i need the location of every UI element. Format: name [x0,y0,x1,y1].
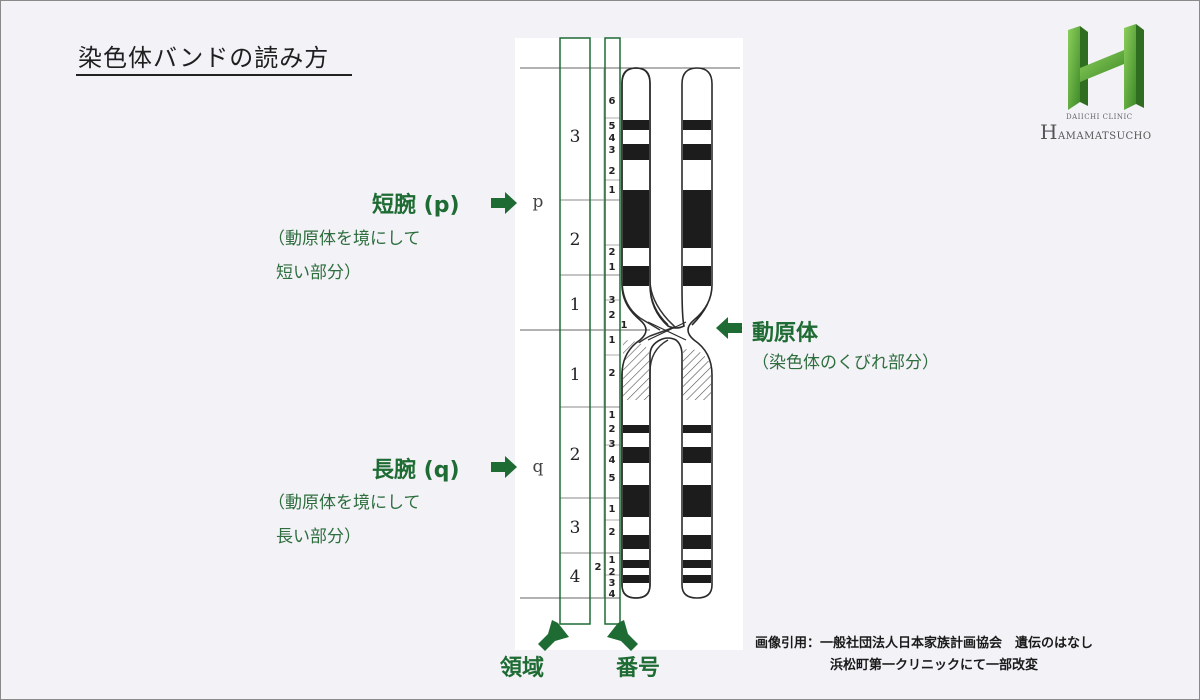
region-q4: 4 [570,567,581,587]
band-q2-4: 4 [609,455,616,466]
left-heterochromatin [623,340,649,400]
short-arm-note-line1: （動原体を境にして [268,229,421,249]
band-p1-2: 2 [609,310,616,321]
short-arm-note: （動原体を境にして 短い部分） [268,222,421,290]
band-q4-3: 3 [609,578,616,589]
long-arm-label: 長腕 (q) [372,458,460,483]
axis-letter-q: q [533,457,544,477]
band-q4-2: 2 [609,567,616,578]
region-p3: 3 [570,127,581,147]
arrow-right-icon-p [491,192,517,214]
region-q2: 2 [570,445,581,465]
band-p1-3: 3 [609,295,616,306]
band-q3-1: 1 [609,504,616,515]
band-p1-1: 1 [621,320,628,331]
centromere-note: （染色体のくびれ部分） [752,353,939,373]
logo-subtitle: DAIICHI CLINIC [1066,113,1133,121]
band-q2-3: 3 [609,439,616,450]
region-highlight-box [559,37,591,625]
credit-line1: 画像引用：一般社団法人日本家族計画協会 遺伝のはなし [755,636,1094,651]
band-p3-1: 1 [609,185,616,196]
band-p2-2: 2 [609,247,616,258]
band-q3-2: 2 [609,527,616,538]
region-q1: 1 [570,365,581,385]
band-p3-4: 4 [609,133,616,144]
right-chromatid-bands [683,120,711,583]
band-q2-2: 2 [609,424,616,435]
region-p1: 1 [570,295,581,315]
page-title: 染色体バンドの読み方 [78,44,330,72]
number-highlight-box [604,37,621,625]
logo-name-rest: AMAMATSUCHO [1057,131,1152,142]
band-q4-2-left: 2 [595,562,602,573]
band-p3-2: 2 [609,166,616,177]
arrow-left-icon-centromere [716,317,742,339]
region-label: 領域 [500,656,545,681]
long-arm-note-line1: （動原体を境にして [268,493,421,513]
image-credit: 画像引用：一般社団法人日本家族計画協会 遺伝のはなし 浜松町第一クリニックにて一… [755,633,1093,677]
right-heterochromatin [683,349,711,400]
band-q4-4: 4 [609,589,616,600]
title-underline [76,74,352,76]
centromere-pinch [647,321,687,341]
band-p3-6: 6 [609,96,616,107]
number-label: 番号 [616,656,661,681]
chromatid-outline [621,67,713,599]
long-arm-note: （動原体を境にして 長い部分） [268,486,421,554]
logo-initial: H [1040,120,1058,144]
arrow-up-left-icon-number [607,620,638,651]
axis-letter-p: p [533,192,544,212]
region-p2: 2 [570,230,581,250]
band-q1-2: 2 [609,368,616,379]
centromere-label: 動原体 [752,321,819,346]
region-q3: 3 [570,518,581,538]
band-q2-5: 5 [609,473,616,484]
clinic-logo-icon [1068,24,1144,110]
short-arm-label: 短腕 (p) [372,193,460,218]
band-q2-1: 1 [609,410,616,421]
arrow-up-right-icon-region [538,620,569,651]
logo-name: HAMAMATSUCHO [1040,120,1152,144]
band-p3-3: 3 [609,145,616,156]
arrow-right-icon-q [491,456,517,478]
short-arm-note-line2: 短い部分） [276,263,361,283]
band-q4-1: 1 [609,555,616,566]
long-arm-note-line2: 長い部分） [276,527,361,547]
band-q1-1: 1 [609,335,616,346]
band-p3-5: 5 [609,121,616,132]
band-p2-1: 1 [609,262,616,273]
credit-line2: 浜松町第一クリニックにて一部改変 [830,658,1039,673]
left-chromatid-bands [623,120,649,583]
